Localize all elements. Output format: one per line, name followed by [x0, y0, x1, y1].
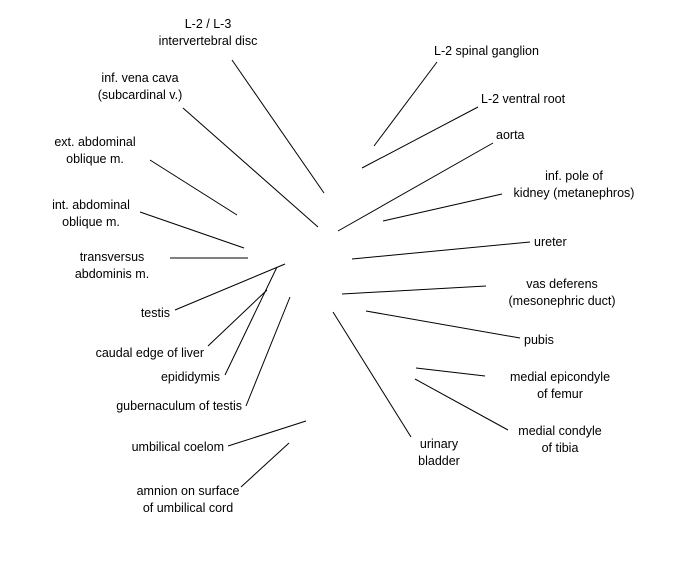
label-transversus-abdominis: transversus abdominis m.: [74, 250, 150, 281]
leader-liver: [207, 289, 268, 347]
leader-femur: [415, 367, 486, 377]
leader-ventral-root: [361, 106, 479, 169]
label-amnion-umbilical-cord: amnion on surface of umbilical cord: [136, 484, 240, 515]
leader-bladder: [332, 311, 412, 438]
leader-tibia: [414, 378, 509, 431]
label-inf-pole-of-kidney: inf. pole of kidney (metanephros): [513, 169, 635, 200]
label-epididymis: epididymis: [160, 370, 220, 384]
label-medial-epicondyle-of-femur: medial epicondyle of femur: [509, 370, 611, 401]
label-gubernaculum-of-testis: gubernaculum of testis: [116, 399, 242, 413]
label-pubis: pubis: [524, 333, 554, 347]
label-testis: testis: [140, 306, 170, 320]
label-inf-vena-cava: inf. vena cava (subcardinal v.): [97, 71, 183, 102]
leader-ext-oblique: [149, 159, 238, 216]
label-umbilical-coelom: umbilical coelom: [131, 440, 224, 454]
leader-epididymis: [224, 266, 278, 376]
leader-pubis: [365, 310, 521, 339]
label-int-abdominal-oblique: int. abdominal oblique m.: [52, 198, 130, 229]
label-ext-abdominal-oblique: ext. abdominal oblique m.: [54, 135, 136, 166]
leader-vas-deferens: [341, 285, 487, 295]
label-vas-deferens: vas deferens (mesonephric duct): [508, 277, 616, 308]
leader-disc: [231, 59, 325, 194]
leader-kidney: [382, 193, 503, 222]
label-urinary-bladder: urinary bladder: [418, 437, 460, 468]
leader-gubernaculum: [245, 296, 291, 407]
label-ureter: ureter: [534, 235, 567, 249]
leader-testis: [174, 263, 286, 311]
label-l2-ventral-root: L-2 ventral root: [481, 92, 566, 106]
leader-aorta: [337, 142, 494, 232]
leader-spinal-ganglion: [373, 61, 438, 147]
leader-umbilical-coelom: [227, 420, 307, 447]
leader-ureter: [351, 241, 531, 260]
leader-int-oblique: [139, 211, 245, 249]
label-l2-spinal-ganglion: L-2 spinal ganglion: [434, 44, 539, 58]
leader-ivc: [182, 107, 319, 228]
label-aorta: aorta: [496, 128, 525, 142]
label-caudal-edge-of-liver: caudal edge of liver: [95, 346, 204, 360]
leader-amnion: [240, 442, 290, 488]
label-intervertebral-disc: L-2 / L-3 intervertebral disc: [158, 17, 258, 48]
label-medial-condyle-of-tibia: medial condyle of tibia: [518, 424, 602, 455]
